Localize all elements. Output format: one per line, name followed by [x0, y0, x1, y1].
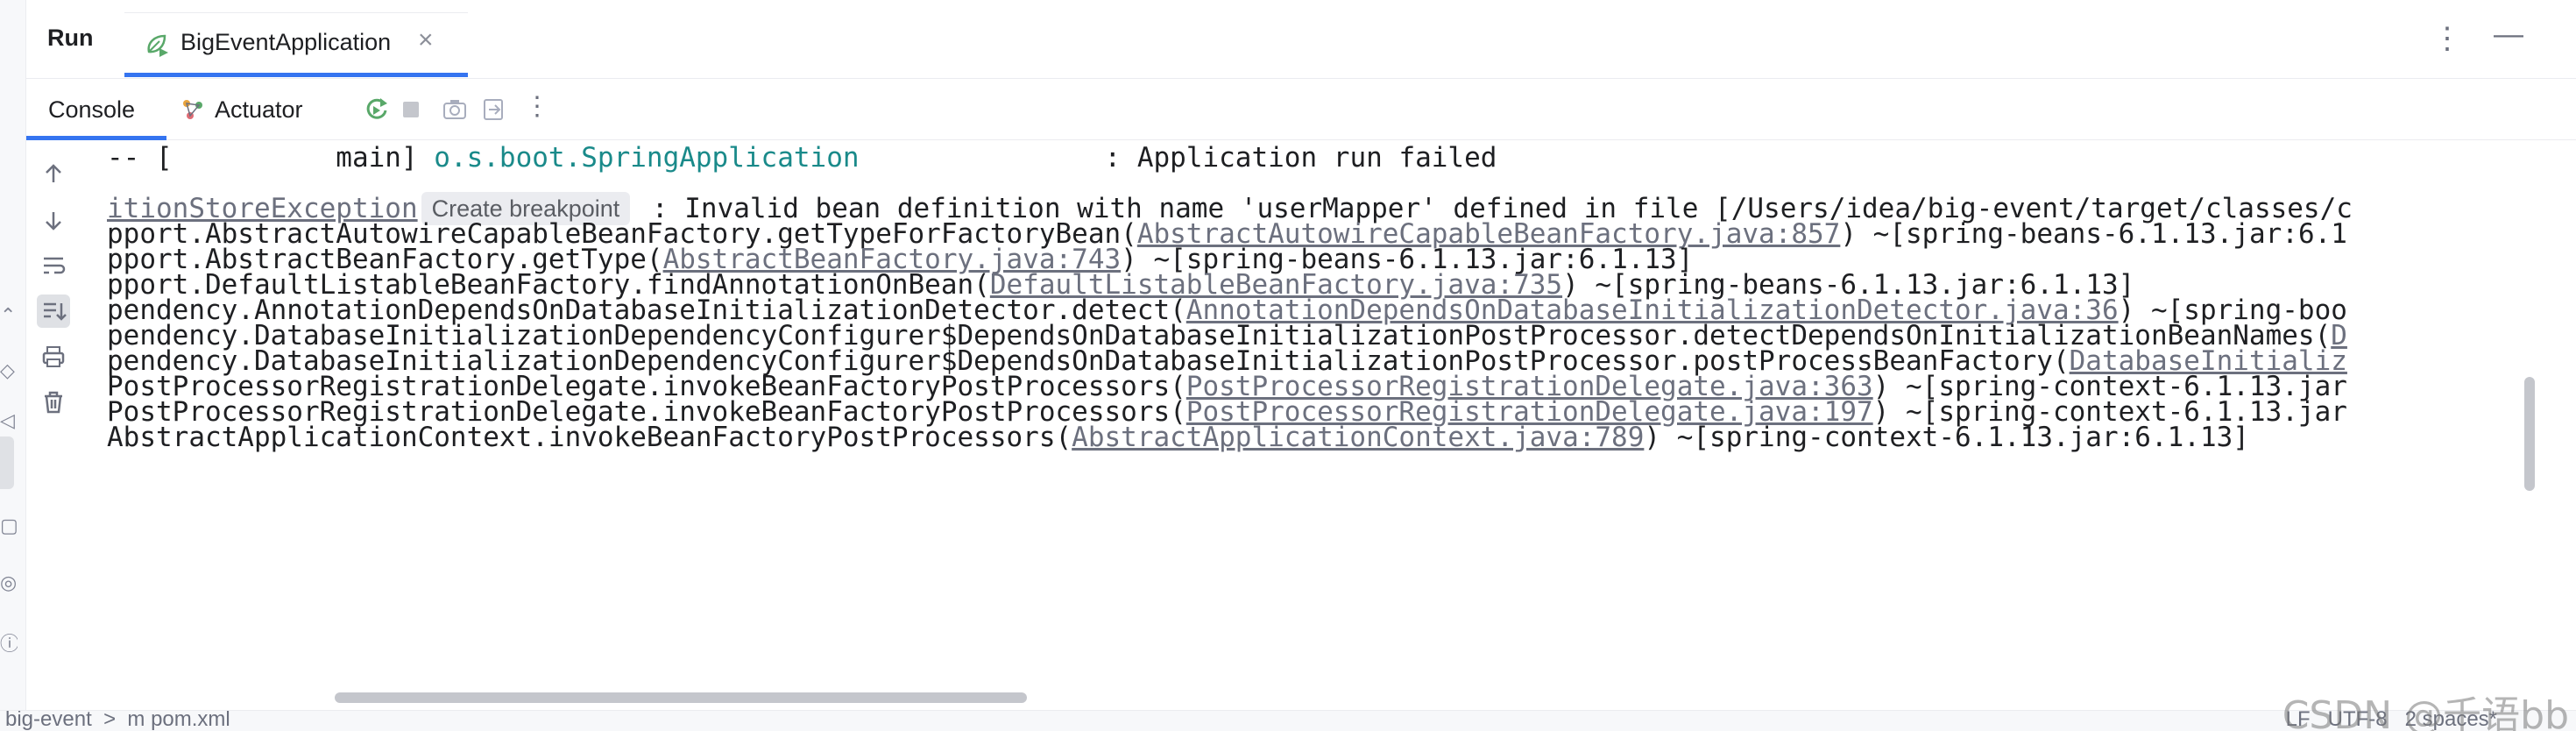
line-text: ) ~[spring-context-6.1.13.jar — [1872, 371, 2347, 402]
left-tool-strip: ⌃ ◇ ◁ ▢ ◎ ⓘ — [0, 0, 26, 731]
line-text: pendency.DatabaseInitializationDependenc… — [107, 320, 2332, 351]
line-text: PostProcessorRegistrationDelegate.invoke… — [107, 371, 1186, 402]
minimize-icon[interactable]: — — [2494, 18, 2523, 51]
console-toolbar: Console Actuator ⋮ — [26, 79, 2576, 140]
line-text: : Application run failed — [859, 142, 1497, 174]
line-text: pendency.AnnotationDependsOnDatabaseInit… — [107, 295, 1186, 326]
vertical-scrollbar[interactable] — [2520, 140, 2541, 710]
tool-strip-icon[interactable]: ◇ — [0, 359, 15, 381]
line-text: pport.DefaultListableBeanFactory.findAnn… — [107, 269, 990, 301]
tool-strip-icon[interactable]: ▢ — [0, 515, 18, 536]
arrow-down-icon[interactable] — [37, 203, 70, 237]
console-line: AbstractApplicationContext.invokeBeanFac… — [107, 420, 2249, 455]
console-tab-underline — [26, 136, 166, 140]
tab-actuator[interactable]: Actuator — [180, 89, 355, 130]
line-text: ) ~[spring-beans-6.1.13.jar:6.1 — [1840, 218, 2347, 250]
source-link[interactable]: DatabaseInitializ — [2069, 345, 2347, 377]
line-text: -- [ main] — [107, 142, 435, 174]
soft-wrap-icon[interactable] — [37, 249, 70, 282]
toolbar-more-icon[interactable]: ⋮ — [524, 92, 550, 121]
horizontal-scroll-thumb[interactable] — [335, 692, 1027, 703]
console-line: pendency.DatabaseInitializationDependenc… — [107, 318, 2347, 353]
actuator-icon — [183, 100, 202, 119]
source-link[interactable]: PostProcessorRegistrationDelegate.java:3… — [1185, 371, 1873, 402]
exception-link[interactable]: itionStoreException — [107, 193, 418, 224]
stop-icon[interactable] — [394, 93, 428, 126]
status-right[interactable]: LF UTF-8 2 spaces* — [2285, 710, 2497, 731]
source-link[interactable]: AbstractAutowireCapableBeanFactory.java:… — [1136, 218, 1841, 250]
run-tool-window-header: Run BigEventApplication × ⋮ — — [26, 0, 2576, 79]
rerun-icon[interactable] — [359, 93, 393, 126]
source-link[interactable]: DefaultListableBeanFactory.java:735 — [989, 269, 1563, 301]
source-link[interactable]: AbstractBeanFactory.java:743 — [662, 244, 1122, 275]
tool-strip-icon[interactable]: ◎ — [0, 571, 18, 593]
console-label: Console — [48, 96, 136, 123]
tab-bigeventapplication[interactable]: BigEventApplication × — [124, 12, 468, 77]
tab-close-icon[interactable]: × — [418, 25, 434, 54]
line-text: ) ~[spring-boo — [2118, 295, 2347, 326]
logger-class: o.s.boot.SpringApplication — [434, 142, 860, 174]
horizontal-scrollbar[interactable] — [81, 689, 2520, 706]
console-line: pendency.AnnotationDependsOnDatabaseInit… — [107, 293, 2347, 328]
line-text: ) ~[spring-beans-6.1.13.jar:6.1.13] — [1562, 269, 2135, 301]
console-line: pport.DefaultListableBeanFactory.findAnn… — [107, 267, 2134, 302]
line-text: : Invalid bean definition with name 'use… — [635, 193, 2353, 224]
breadcrumb[interactable]: big-event > m pom.xml — [5, 710, 230, 731]
actuator-label: Actuator — [215, 96, 303, 123]
console-actions — [26, 140, 81, 710]
console-output[interactable]: -- [ main] o.s.boot.SpringApplication : … — [81, 140, 2520, 710]
scroll-to-end-icon[interactable] — [37, 295, 70, 328]
status-bar: big-event > m pom.xml LF UTF-8 2 spaces* — [0, 710, 2576, 731]
console-line: PostProcessorRegistrationDelegate.invoke… — [107, 394, 2347, 429]
line-text: pport.AbstractAutowireCapableBeanFactory… — [107, 218, 1137, 250]
source-link[interactable]: AnnotationDependsOnDatabaseInitializatio… — [1185, 295, 2119, 326]
tool-strip-selected[interactable] — [0, 436, 14, 489]
console-line: PostProcessorRegistrationDelegate.invoke… — [107, 369, 2347, 404]
print-icon[interactable] — [37, 340, 70, 373]
line-text: AbstractApplicationContext.invokeBeanFac… — [107, 422, 1072, 453]
line-text: PostProcessorRegistrationDelegate.invoke… — [107, 396, 1186, 428]
more-options-icon[interactable]: ⋮ — [2432, 22, 2462, 55]
watermark: CSDN @千语bb — [2282, 693, 2569, 731]
tab-console[interactable]: Console — [26, 79, 166, 140]
tool-strip-icon[interactable]: ⓘ — [0, 633, 18, 655]
run-title: Run — [47, 25, 94, 51]
console-line: pport.AbstractBeanFactory.getType(Abstra… — [107, 242, 1693, 277]
trash-icon[interactable] — [37, 386, 70, 419]
console-line: -- [ main] o.s.boot.SpringApplication : … — [107, 140, 1497, 175]
line-text: ) ~[spring-context-6.1.13.jar — [1872, 396, 2347, 428]
line-text: pport.AbstractBeanFactory.getType( — [107, 244, 663, 275]
source-link[interactable]: PostProcessorRegistrationDelegate.java:1… — [1185, 396, 1873, 428]
source-link[interactable]: D — [2331, 320, 2347, 351]
tool-strip-icon[interactable]: ⌃ — [0, 304, 17, 326]
line-text: pendency.DatabaseInitializationDependenc… — [107, 345, 2070, 377]
tool-strip-icon[interactable]: ◁ — [0, 409, 15, 431]
vertical-scroll-thumb[interactable] — [2524, 377, 2535, 491]
arrow-up-icon[interactable] — [37, 158, 70, 191]
console-line: pport.AbstractAutowireCapableBeanFactory… — [107, 216, 2347, 252]
spring-run-icon — [147, 34, 168, 57]
camera-icon[interactable] — [438, 93, 471, 126]
create-breakpoint-button[interactable]: Create breakpoint — [421, 192, 631, 225]
exit-icon[interactable] — [477, 93, 510, 126]
tab-label: BigEventApplication — [180, 29, 392, 55]
line-text: ) ~[spring-context-6.1.13.jar:6.1.13] — [1644, 422, 2249, 453]
source-link[interactable]: AbstractApplicationContext.java:789 — [1072, 422, 1645, 453]
console-line: pendency.DatabaseInitializationDependenc… — [107, 344, 2347, 379]
line-text: ) ~[spring-beans-6.1.13.jar:6.1.13] — [1121, 244, 1694, 275]
